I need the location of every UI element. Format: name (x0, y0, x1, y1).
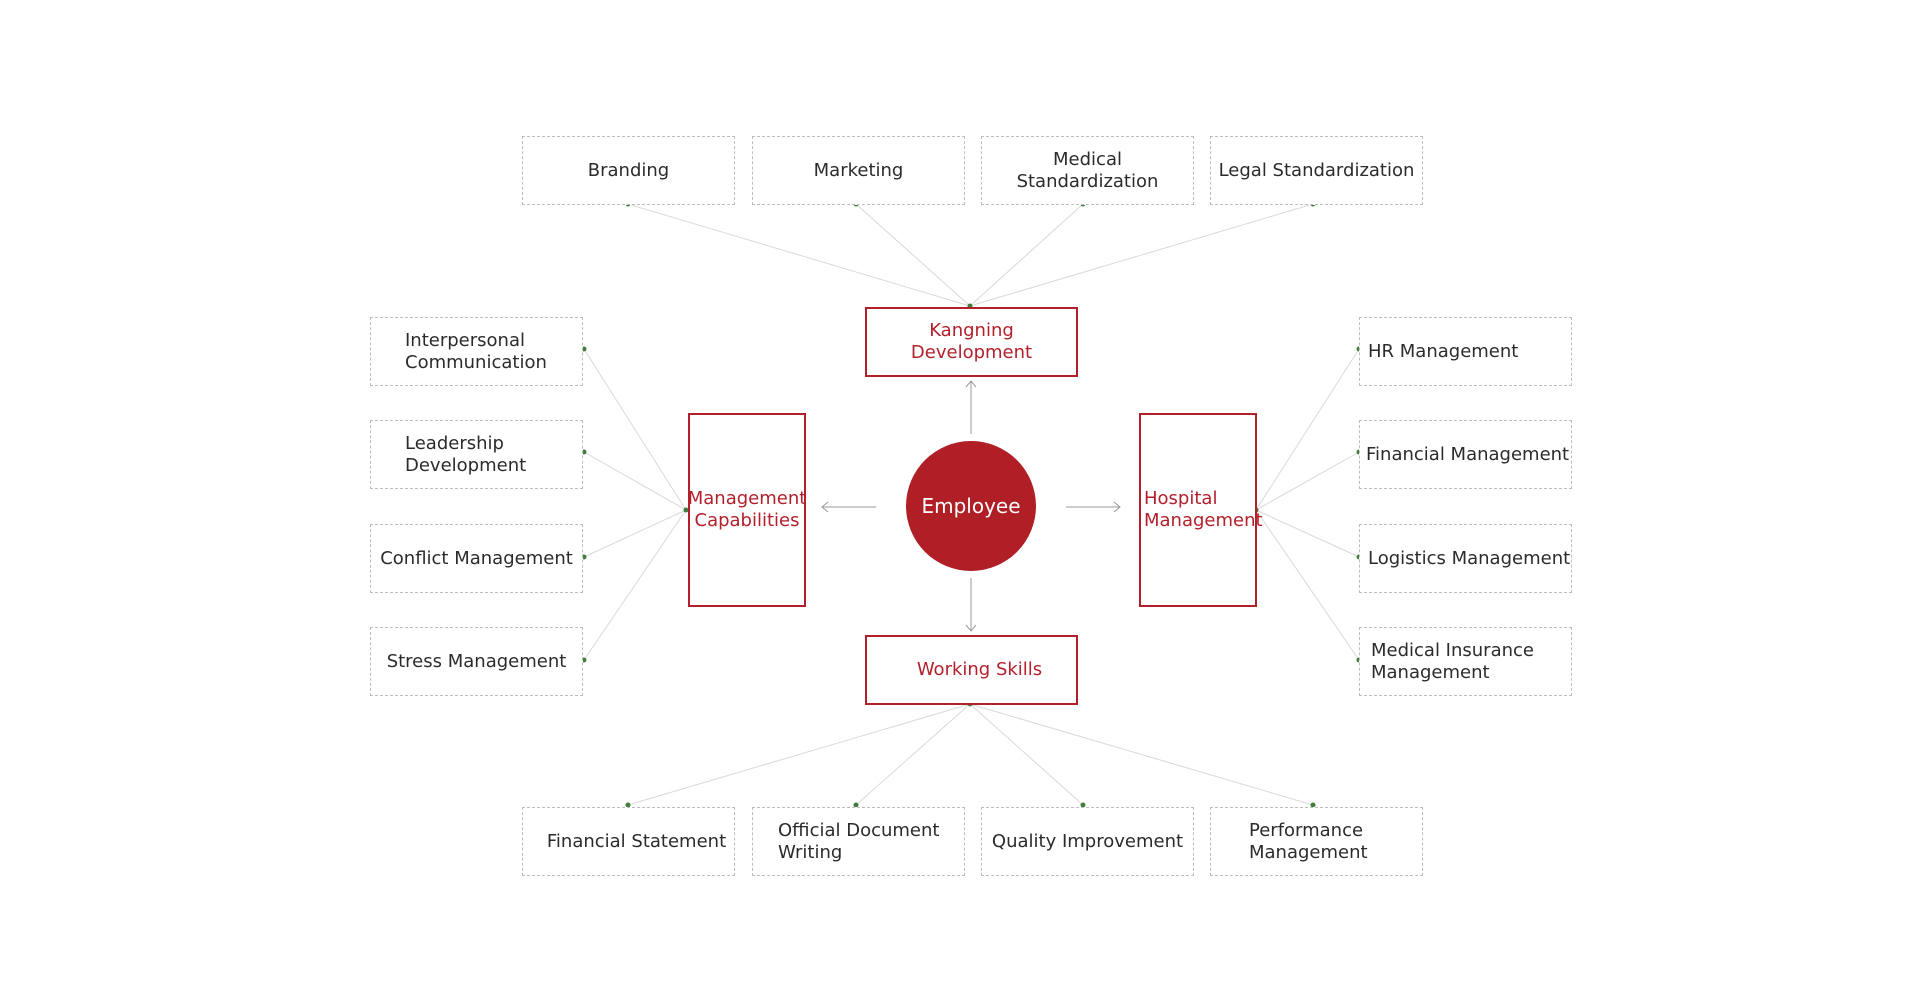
top-item-medical-standardization: Medical Standardization (981, 136, 1194, 205)
connector-line (627, 703, 971, 806)
arrow-left (821, 501, 876, 513)
item-label: Official Document Writing (778, 819, 940, 863)
left-item-stress-management: Stress Management (370, 627, 583, 696)
hub-label: Employee (921, 494, 1021, 518)
connector-line (1255, 348, 1360, 511)
right-item-financial-management: Financial Management (1359, 420, 1572, 489)
bottom-item-quality-improvement: Quality Improvement (981, 807, 1194, 876)
connector-line (1255, 509, 1360, 558)
connector-line (855, 203, 971, 307)
category-label: Kangning Development (910, 320, 1033, 363)
category-label: Working Skills (916, 659, 1043, 680)
bottom-item-performance-management: Performance Management (1210, 807, 1423, 876)
connector-line (969, 703, 1084, 806)
arrow-down (965, 578, 977, 632)
employee-hub: Employee (906, 441, 1036, 571)
connector-line (583, 509, 687, 661)
left-item-leadership-development: Leadership Development (370, 420, 583, 489)
right-item-logistics-management: Logistics Management (1359, 524, 1572, 593)
item-label: Marketing (813, 159, 904, 181)
item-label: Legal Standardization (1218, 159, 1415, 181)
item-label: Medical Standardization (1016, 148, 1159, 192)
connector-line (583, 509, 687, 558)
item-label: Leadership Development (405, 432, 527, 476)
bottom-item-official-document-writing: Official Document Writing (752, 807, 965, 876)
connector-line (1255, 509, 1360, 661)
item-label: HR Management (1368, 340, 1519, 362)
right-item-hr-management: HR Management (1359, 317, 1572, 386)
connector-line (583, 451, 687, 511)
top-item-legal-standardization: Legal Standardization (1210, 136, 1423, 205)
top-item-marketing: Marketing (752, 136, 965, 205)
arrow-right (1066, 501, 1121, 513)
category-kangning-development: Kangning Development (865, 307, 1078, 377)
item-label: Performance Management (1249, 819, 1368, 863)
category-management-capabilities: Management Capabilities (688, 413, 806, 607)
arrow-up (965, 380, 977, 434)
node-dot (683, 507, 689, 513)
item-label: Branding (587, 159, 670, 181)
connector-line (969, 203, 1084, 307)
category-label: Hospital Management (1144, 488, 1263, 531)
item-label: Medical Insurance Management (1371, 639, 1534, 683)
connector-line (1255, 451, 1360, 511)
connector-line (969, 703, 1314, 806)
item-label: Financial Management (1366, 443, 1570, 465)
top-item-branding: Branding (522, 136, 735, 205)
item-label: Interpersonal Communication (405, 329, 547, 373)
node-dot (853, 802, 859, 808)
category-label: Management Capabilities (687, 488, 807, 531)
item-label: Logistics Management (1368, 547, 1571, 569)
connector-line (583, 348, 687, 511)
item-label: Financial Statement (546, 830, 727, 852)
connector-line (627, 203, 971, 307)
node-dot (625, 802, 631, 808)
connector-line (969, 203, 1314, 307)
item-label: Quality Improvement (991, 830, 1184, 852)
right-item-medical-insurance-management: Medical Insurance Management (1359, 627, 1572, 696)
connector-line (855, 703, 971, 806)
node-dot (1080, 802, 1086, 808)
category-working-skills: Working Skills (865, 635, 1078, 705)
left-item-conflict-management: Conflict Management (370, 524, 583, 593)
item-label: Conflict Management (380, 547, 573, 569)
bottom-item-financial-statement: Financial Statement (522, 807, 735, 876)
node-dot (1310, 802, 1316, 808)
category-hospital-management: Hospital Management (1139, 413, 1263, 607)
left-item-interpersonal-communication: Interpersonal Communication (370, 317, 583, 386)
item-label: Stress Management (386, 650, 567, 672)
